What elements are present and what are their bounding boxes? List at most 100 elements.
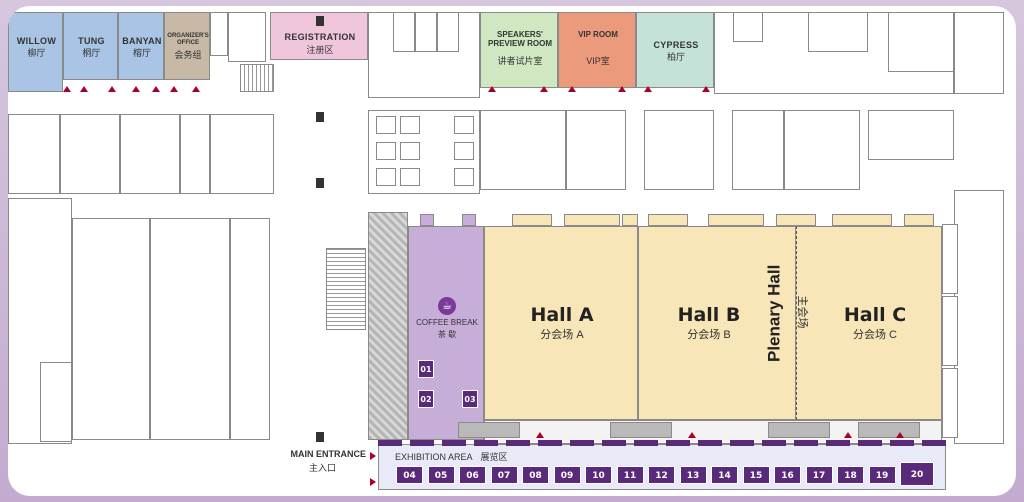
service-room <box>180 114 210 194</box>
door-arrow <box>170 86 178 92</box>
entrance-arrow-icon <box>370 478 376 486</box>
exhibition-booth-08[interactable]: 08 <box>522 466 549 484</box>
pillar <box>316 112 324 122</box>
room-speakers-preview[interactable]: SPEAKERS' PREVIEW ROOM 讲者试片室 <box>480 12 558 88</box>
coffee-booth[interactable]: 03 <box>462 390 478 408</box>
exhibition-booth-14[interactable]: 14 <box>711 466 738 484</box>
exhibition-booth-13[interactable]: 13 <box>679 466 707 484</box>
hall-a[interactable]: Hall A 分会场 A <box>484 226 638 420</box>
coffee-booth[interactable]: 02 <box>418 390 434 408</box>
room-vip[interactable]: VIP ROOM VIP室 <box>558 12 636 88</box>
exhibition-booth-10[interactable]: 10 <box>585 466 612 484</box>
service-room <box>942 296 958 366</box>
coffee-break-cn: 茶 歇 <box>437 330 457 339</box>
room-tung[interactable]: TUNG 桐厅 <box>63 12 118 80</box>
service-room <box>72 218 150 440</box>
seat <box>776 214 816 226</box>
room-organizer-label: ORGANIZER'S OFFICE <box>167 33 209 46</box>
room-banyan[interactable]: BANYAN 榕厅 <box>118 12 164 80</box>
speakers-label: SPEAKERS' PREVIEW ROOM <box>487 30 552 48</box>
coffee-booth[interactable]: 01 <box>418 360 434 378</box>
door-arrow <box>540 86 548 92</box>
service-room <box>942 224 958 294</box>
hall-b[interactable]: Hall B 分会场 B <box>638 226 796 420</box>
room-cypress[interactable]: CYPRESS 柏厅 <box>636 12 714 88</box>
door-arrow <box>536 432 544 438</box>
exhibition-booth-12[interactable]: 12 <box>648 466 675 484</box>
seat <box>904 214 934 226</box>
entrance-arrow-icon <box>370 452 376 460</box>
speakers-cn: 讲者试片室 <box>497 56 543 66</box>
exhibition-booth-06[interactable]: 06 <box>459 466 486 484</box>
service-room <box>230 218 270 440</box>
service-room <box>644 110 714 190</box>
service-room <box>868 110 954 160</box>
room-organizer-cn: 会务组 <box>174 50 202 60</box>
exhibition-booth-17[interactable]: 17 <box>805 466 833 484</box>
exhibition-booth-04[interactable]: 04 <box>396 466 423 484</box>
service-room <box>733 12 763 42</box>
exhibition-booth-16[interactable]: 16 <box>774 466 801 484</box>
main-entrance-label: MAIN ENTRANCE <box>290 449 367 459</box>
door-arrow <box>568 86 576 92</box>
room-willow[interactable]: WILLOW 柳厅 <box>8 12 63 92</box>
service-room <box>120 114 180 194</box>
pillar <box>316 432 324 442</box>
stage <box>858 422 920 438</box>
exhibition-booth-11[interactable]: 11 <box>616 466 644 484</box>
service-room <box>437 12 459 52</box>
exhibition-booth-05[interactable]: 05 <box>427 466 455 484</box>
seat <box>462 214 476 226</box>
service-room <box>376 168 396 186</box>
exhibition-booth-20[interactable]: 20 <box>900 462 934 486</box>
service-room <box>393 12 415 52</box>
service-room <box>454 116 474 134</box>
hall-c[interactable]: Hall C 分会场 C <box>796 226 942 420</box>
cypress-label: CYPRESS <box>653 40 699 50</box>
door-arrow <box>192 86 200 92</box>
seat <box>708 214 764 226</box>
room-organizer-office[interactable]: ORGANIZER'S OFFICE 会务组 <box>164 12 210 80</box>
seat <box>420 214 434 226</box>
door-arrow <box>108 86 116 92</box>
service-room <box>376 116 396 134</box>
exhibition-booth-18[interactable]: 18 <box>837 466 864 484</box>
plenary-hall-name: Plenary Hall <box>764 264 784 363</box>
room-willow-label: WILLOW <box>16 36 57 46</box>
main-entrance-cn: 主入口 <box>308 463 336 473</box>
room-tung-label: TUNG <box>78 36 105 46</box>
hall-a-name: Hall A <box>530 304 594 326</box>
room-willow-cn: 柳厅 <box>27 48 46 58</box>
hall-b-name: Hall B <box>677 304 741 326</box>
escalator-top <box>240 64 274 92</box>
coffee-cup-icon: ☕ <box>438 297 456 315</box>
seat <box>622 214 638 226</box>
exhibition-booth-15[interactable]: 15 <box>742 466 770 484</box>
exhibition-booth-19[interactable]: 19 <box>868 466 896 484</box>
hall-b-cn: 分会场 B <box>687 329 731 341</box>
stage <box>768 422 830 438</box>
door-arrow <box>844 432 852 438</box>
exhibition-booth-07[interactable]: 07 <box>490 466 518 484</box>
plenary-hall-cn: 主会场 <box>796 295 809 329</box>
coffee-break-label: COFFEE BREAK <box>416 318 478 327</box>
seat <box>648 214 688 226</box>
service-room <box>784 110 860 190</box>
registration-cn: 注册区 <box>306 45 334 55</box>
room-tung-cn: 桐厅 <box>82 48 101 58</box>
room-banyan-cn: 榕厅 <box>132 48 151 58</box>
exhibition-booth-09[interactable]: 09 <box>553 466 581 484</box>
door-arrow <box>896 432 904 438</box>
service-room <box>228 12 266 62</box>
door-arrow <box>688 432 696 438</box>
door-arrow <box>618 86 626 92</box>
hall-c-cn: 分会场 C <box>853 329 897 341</box>
seat <box>512 214 552 226</box>
registration-label: REGISTRATION <box>284 32 356 42</box>
service-room <box>454 168 474 186</box>
seat <box>564 214 620 226</box>
vip-cn: VIP室 <box>586 56 610 66</box>
service-room <box>210 12 228 56</box>
door-arrow <box>80 86 88 92</box>
door-arrow <box>152 86 160 92</box>
